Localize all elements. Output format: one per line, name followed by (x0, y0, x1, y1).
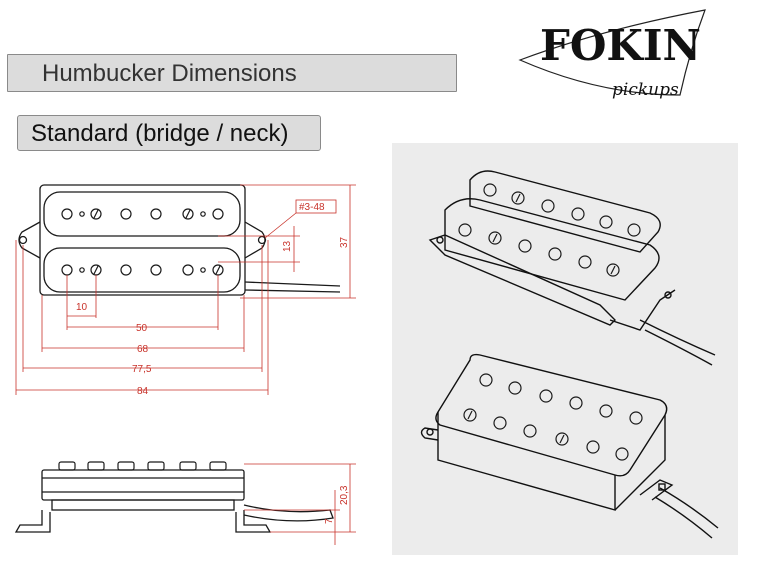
pole-piece (90, 208, 102, 220)
pole-piece (61, 208, 73, 220)
pole-piece (150, 208, 162, 220)
iso-pole (518, 239, 532, 253)
dim-pole-spacing: 10 (76, 302, 88, 313)
side-pole-piece (179, 461, 197, 471)
iso-pole (571, 207, 585, 221)
pole-pieces (61, 208, 224, 276)
pole-dot (200, 211, 206, 217)
side-pole-piece (117, 461, 135, 471)
side-dimension-lines (244, 463, 356, 545)
iso-cover-pole (586, 440, 600, 454)
pole-piece-slot (93, 209, 99, 219)
iso-cover-pole (555, 432, 569, 446)
pole-piece (212, 208, 224, 220)
iso-cover-pole-slot (559, 434, 565, 444)
side-view-pickup (14, 469, 334, 533)
iso-cover-pole (463, 408, 477, 422)
side-pole-piece (87, 461, 105, 471)
dim-cover-length: 68 (137, 344, 149, 355)
section-subtitle: Standard (bridge / neck) (17, 115, 321, 151)
iso-pole (599, 215, 613, 229)
iso-pole (458, 223, 472, 237)
top-view-pickup (18, 184, 341, 296)
covered-pickup-drawing (420, 353, 719, 539)
pole-piece (120, 264, 132, 276)
iso-cover-pole (508, 381, 522, 395)
iso-cover-pole (629, 411, 643, 425)
iso-cover-pole (493, 416, 507, 430)
iso-cover-pole (615, 447, 629, 461)
iso-pole (627, 223, 641, 237)
brand-logo: FOKIN pickups (518, 9, 706, 100)
dim-mount-hole-spacing: 77,5 (132, 364, 152, 375)
pole-piece-slot (215, 265, 221, 275)
side-pole-piece (147, 461, 165, 471)
iso-pole (483, 183, 497, 197)
dim-coil-spacing: 13 (282, 240, 293, 252)
iso-pole-pieces-cover (463, 373, 643, 461)
pickup-illustration-panel (392, 143, 738, 555)
top-dimension-lines (15, 184, 356, 395)
dim-screw-thread: #3-48 (299, 202, 325, 213)
iso-cover-pole (569, 396, 583, 410)
dim-overall-length: 84 (137, 386, 149, 397)
open-coil-pickup-drawing (428, 170, 716, 366)
side-pole-pieces (58, 461, 227, 471)
iso-cover-pole (479, 373, 493, 387)
dim-pole-span: 50 (136, 323, 148, 334)
pole-piece (61, 264, 73, 276)
iso-cover-pole-slot (467, 410, 473, 420)
dim-width: 37 (339, 236, 350, 248)
iso-pole (488, 231, 502, 245)
iso-cover-pole (523, 424, 537, 438)
page-title: Humbucker Dimensions (7, 54, 457, 92)
iso-pole-slot (515, 193, 521, 203)
pole-piece-slot (185, 209, 191, 219)
pole-dot (79, 211, 85, 217)
pole-dot (79, 267, 85, 273)
iso-pole (511, 191, 525, 205)
iso-pole-slot (492, 233, 498, 243)
side-pole-piece (58, 461, 76, 471)
pole-piece (150, 264, 162, 276)
logo-wordmark: FOKIN (540, 21, 701, 70)
iso-pole (541, 199, 555, 213)
pole-piece-slot (93, 265, 99, 275)
pole-dot (200, 267, 206, 273)
logo-tagline: pickups (612, 80, 679, 100)
iso-pole (548, 247, 562, 261)
dim-bottom: 7 (324, 518, 335, 524)
pole-piece (120, 208, 132, 220)
side-pole-piece (209, 461, 227, 471)
iso-cover-pole (599, 404, 613, 418)
iso-cover-pole (539, 389, 553, 403)
pole-piece (182, 264, 194, 276)
pole-piece (182, 208, 194, 220)
dim-height: 20,3 (339, 485, 350, 505)
iso-pole (578, 255, 592, 269)
iso-pole (606, 263, 620, 277)
iso-pole-slot (610, 265, 616, 275)
iso-pole-pieces-top (458, 183, 641, 277)
